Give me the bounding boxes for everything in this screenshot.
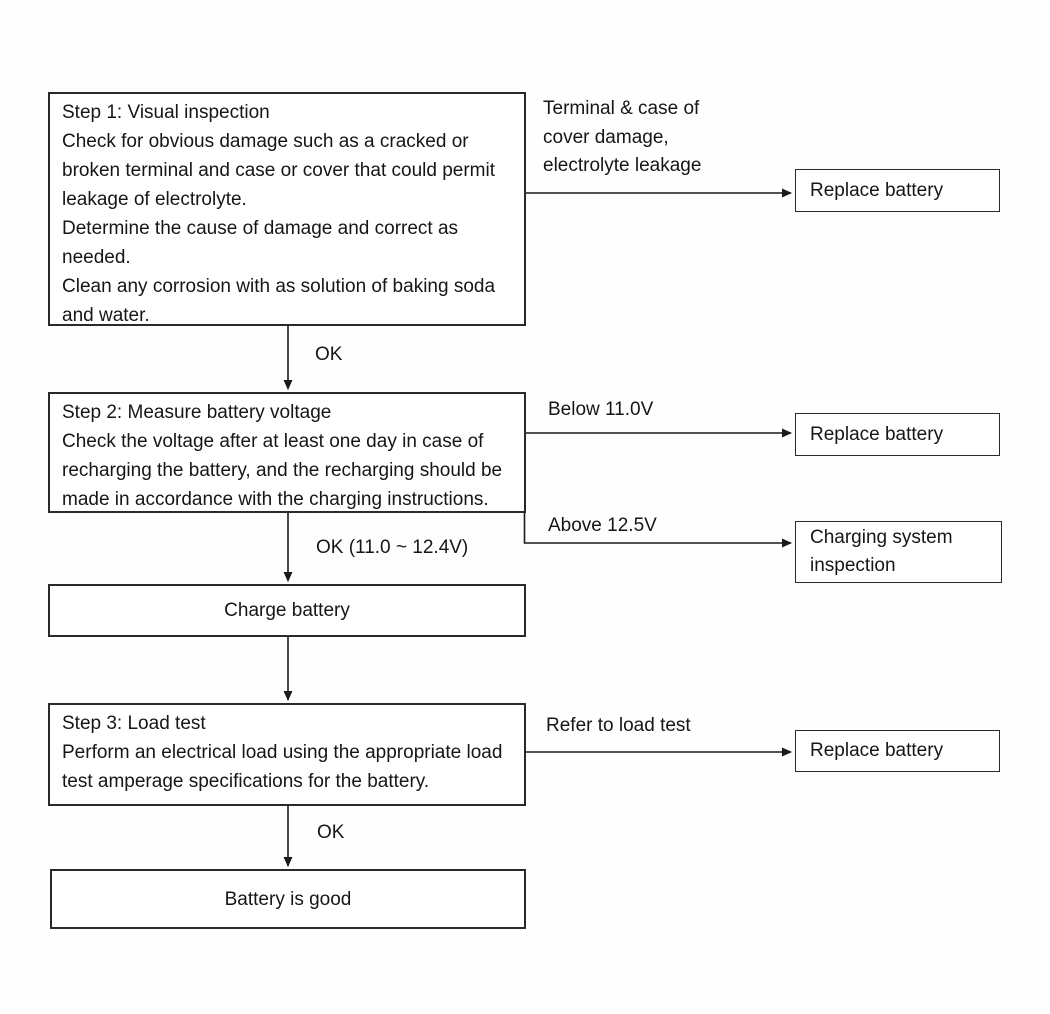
step2-measure-voltage-box: Step 2: Measure battery voltage Check th…: [48, 392, 526, 513]
replace-battery-box-3: Replace battery: [795, 730, 1000, 772]
edge-label-refer-load-test: Refer to load test: [546, 715, 691, 736]
edge-label-ok-1: OK: [315, 344, 343, 365]
replace-battery-box-2: Replace battery: [795, 413, 1000, 456]
charge-battery-box: Charge battery: [48, 584, 526, 637]
edge-label-above-12-5v: Above 12.5V: [548, 515, 657, 536]
battery-is-good-box: Battery is good: [50, 869, 526, 929]
step1-visual-inspection-box: Step 1: Visual inspection Check for obvi…: [48, 92, 526, 326]
charging-system-inspection-box: Charging system inspection: [795, 521, 1002, 583]
edge-label-terminal-damage: Terminal & case of cover damage, electro…: [543, 98, 702, 176]
step3-load-test-box: Step 3: Load test Perform an electrical …: [48, 703, 526, 806]
replace-battery-box-1: Replace battery: [795, 169, 1000, 212]
edge-label-ok-voltage-range: OK (11.0 ~ 12.4V): [316, 537, 469, 558]
edge-label-below-11v: Below 11.0V: [548, 399, 654, 420]
edge-label-ok-2: OK: [317, 822, 345, 843]
